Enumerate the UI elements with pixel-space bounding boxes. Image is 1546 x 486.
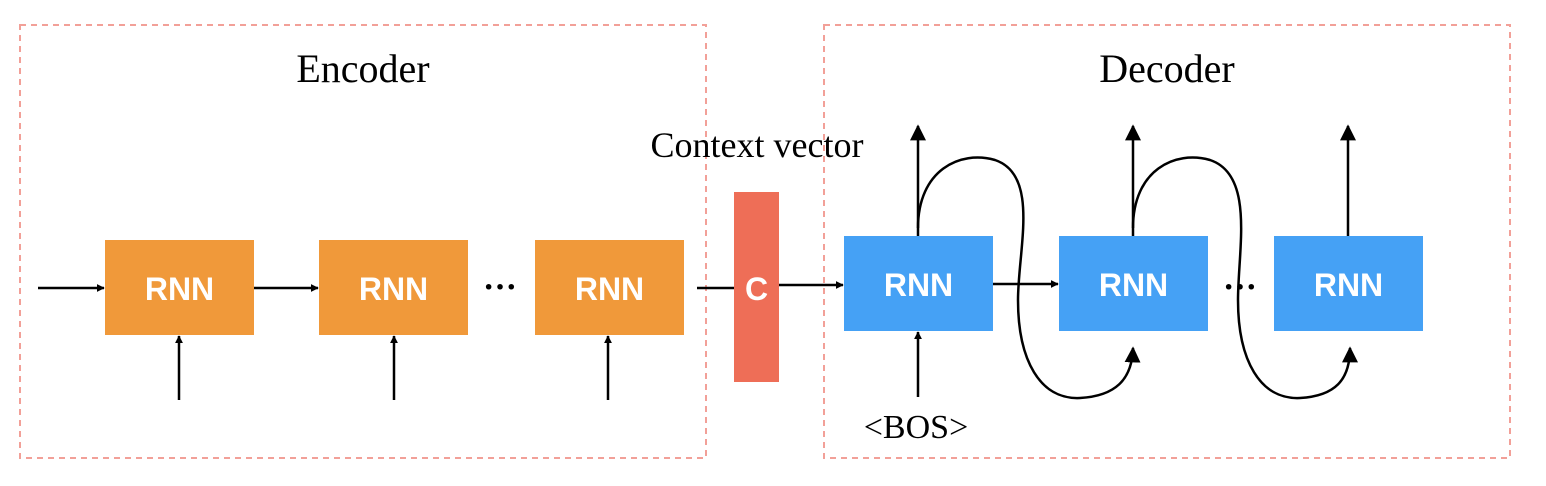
decoder-cell-label: RNN [884,267,953,303]
bos-token-label: <BOS> [864,409,969,446]
encoder-group-border [19,24,707,459]
encoder-ellipsis: ··· [483,269,517,306]
decoder-feedback-curve-1 [916,156,1141,400]
decoder-rnn-cell-3 [1274,236,1423,331]
encoder-rnn-cell-1 [105,240,254,335]
decoder-cell-label: RNN [1314,267,1383,303]
context-vector-block [734,192,779,382]
decoder-rnn-cell-1 [844,236,993,331]
encoder-rnn-cell-3 [535,240,684,335]
context-vector-label: Context vector [651,125,864,165]
decoder-title: Decoder [1099,46,1234,91]
encoder-cell-label: RNN [145,271,214,307]
encoder-cell-label: RNN [575,271,644,307]
decoder-rnn-cell-2 [1059,236,1208,331]
encoder-cell-label: RNN [359,271,428,307]
context-vector-symbol: C [745,271,768,307]
encoder-title: Encoder [296,46,429,91]
decoder-group-border [823,24,1511,459]
decoder-feedback-curve-2 [1131,156,1358,400]
decoder-cell-label: RNN [1099,267,1168,303]
encoder-rnn-cell-2 [319,240,468,335]
